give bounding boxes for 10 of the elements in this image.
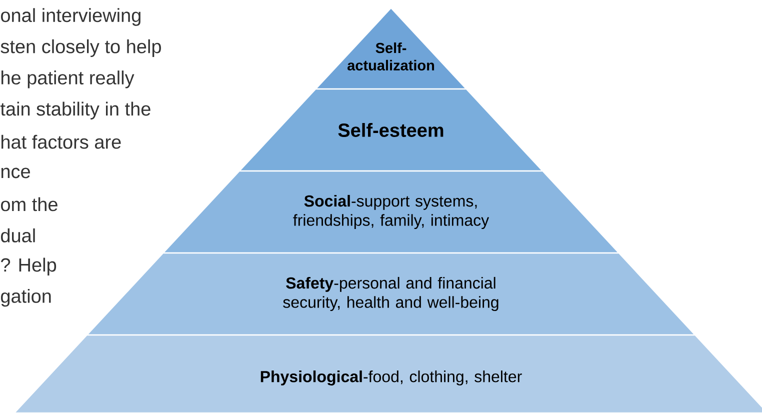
body-text-line: hat factors are xyxy=(2,134,121,149)
body-text-line: he patient really xyxy=(2,70,134,88)
body-text-line: nce xyxy=(1,168,30,178)
body-text-line: dual xyxy=(1,228,35,242)
body-text-line: tain stability in the xyxy=(0,102,150,120)
body-text-line: onal interviewing xyxy=(1,8,140,26)
body-text-line: ? Help xyxy=(1,258,56,276)
body-text-line: sten closely to help xyxy=(0,39,161,58)
body-text-line: gation xyxy=(1,288,51,307)
body-text-line: om the xyxy=(1,197,58,212)
